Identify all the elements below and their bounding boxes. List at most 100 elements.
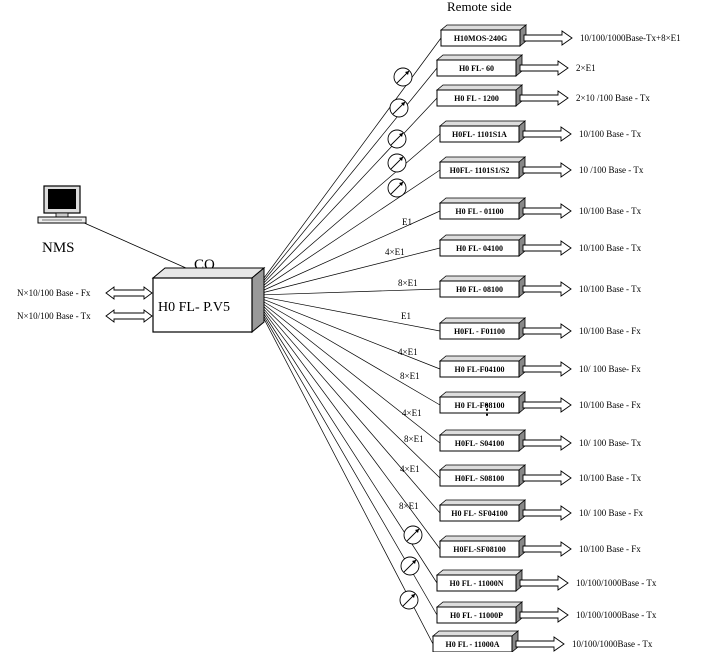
device-label: H0 FL- SF04100	[451, 509, 507, 518]
double-arrow-icon	[522, 240, 572, 256]
optical-fiber-icon	[393, 67, 413, 87]
co-port: N×10/100 Base - Fx	[17, 286, 153, 300]
remote-device: H0FL-SF08100 10/100 Base - Fx 8×E1	[399, 501, 641, 558]
co-device-box	[151, 266, 266, 334]
device-label: H0FL-SF08100	[453, 545, 505, 554]
device-box	[436, 574, 517, 592]
remote-device: H0FL- S08100 10/100 Base - Tx 8×E1	[404, 434, 642, 487]
device-box	[439, 322, 520, 340]
device-label: H0 FL - 01100	[455, 207, 503, 216]
device-box	[439, 396, 520, 414]
device-box	[439, 280, 520, 298]
double-arrow-icon	[522, 126, 572, 142]
co-ports: N×10/100 Base - Fx N×10/100 Base - Tx	[17, 286, 153, 323]
device-box	[439, 434, 520, 452]
port-label: 10/100 Base - Tx	[579, 473, 642, 483]
link-type-label: 8×E1	[400, 371, 420, 381]
co-port-label: N×10/100 Base - Tx	[17, 311, 91, 321]
optical-fiber-icon	[387, 153, 407, 173]
port-label: 10/100 Base - Fx	[579, 326, 641, 336]
remote-link-line	[263, 288, 441, 296]
port-label: 10 /100 Base - Tx	[579, 165, 644, 175]
device-label: H0 FL - 11000N	[449, 579, 503, 588]
device-label: H10MOS-240G	[454, 34, 507, 43]
double-arrow-icon	[519, 607, 569, 623]
link-type-label: 8×E1	[404, 434, 424, 444]
link-type-label: 4×E1	[398, 347, 418, 357]
link-type-label: 4×E1	[385, 247, 405, 257]
double-arrow-icon	[522, 435, 572, 451]
co-port: N×10/100 Base - Tx	[17, 309, 153, 323]
device-label: H0 FL - 11000A	[445, 640, 499, 649]
device-box	[439, 239, 520, 257]
double-arrow-icon	[519, 60, 569, 76]
device-label: H0 FL- 60	[459, 64, 494, 73]
port-label: 2×E1	[576, 63, 596, 73]
device-label: H0 FL-F08100	[455, 401, 505, 410]
remote-device: H0 FL - 1200 2×10 /100 Base - Tx	[387, 84, 650, 149]
remote-link-line	[263, 247, 441, 293]
device-box	[436, 89, 517, 107]
port-label: 10/100/1000Base - Tx	[576, 578, 657, 588]
link-type-label: 8×E1	[399, 501, 419, 511]
optical-fiber-icon	[387, 129, 407, 149]
double-arrow-icon	[522, 470, 572, 486]
device-box	[439, 202, 520, 220]
double-arrow-icon	[522, 505, 572, 521]
double-arrow-icon	[522, 541, 572, 557]
remote-link-line	[263, 67, 438, 281]
device-label: H0FL - F01100	[454, 327, 505, 336]
port-label: 10/100 Base - Tx	[579, 284, 642, 294]
device-label: H0 FL - 1200	[454, 94, 499, 103]
port-label: 2×10 /100 Base - Tx	[576, 93, 650, 103]
port-label: 10/100/1000Base-Tx+8×E1	[580, 33, 681, 43]
co-port-label: N×10/100 Base - Fx	[17, 288, 91, 298]
link-type-label: 8×E1	[398, 278, 418, 288]
remote-device: H0 FL - 11000P 10/100/1000Base - Tx	[400, 556, 657, 624]
port-label: 10/100/1000Base - Tx	[576, 610, 657, 620]
remote-link-line	[263, 97, 438, 284]
device-box	[436, 606, 517, 624]
remote-link-line	[263, 304, 441, 444]
double-arrow-icon	[519, 90, 569, 106]
device-box	[436, 59, 517, 77]
double-arrow-icon	[522, 281, 572, 297]
remote-device-list: H10MOS-240G 10/100/1000Base-Tx+8×E1 H0 FL-…	[385, 24, 681, 652]
remote-device: H10MOS-240G 10/100/1000Base-Tx+8×E1	[393, 24, 681, 87]
device-label: H0FL- 1101S1A	[452, 130, 507, 139]
remote-link-line	[263, 37, 442, 279]
device-box	[439, 360, 520, 378]
link-type-label: E1	[402, 217, 412, 227]
remote-link-line	[263, 301, 441, 406]
double-arrow-icon	[105, 309, 153, 323]
port-label: 10/100 Base - Fx	[579, 544, 641, 554]
optical-fiber-icon	[403, 525, 423, 545]
remote-link-line	[263, 299, 441, 370]
port-label: 10/ 100 Base- Tx	[579, 438, 642, 448]
remote-link-line	[263, 133, 441, 286]
double-arrow-icon	[105, 286, 153, 300]
device-label: H0 FL - 11000P	[450, 611, 503, 620]
device-label: H0FL- S08100	[455, 474, 505, 483]
device-box	[439, 125, 520, 143]
link-type-label: 4×E1	[402, 408, 422, 418]
device-box	[440, 29, 521, 47]
nms-label: NMS	[42, 240, 75, 256]
device-box	[439, 469, 520, 487]
link-type-label: 4×E1	[400, 464, 420, 474]
double-arrow-icon	[522, 162, 572, 178]
device-box	[432, 635, 513, 652]
remote-device: H0 FL - 11000N 10/100/1000Base - Tx	[403, 525, 657, 592]
remote-link-line	[263, 169, 441, 288]
double-arrow-icon	[523, 30, 573, 46]
double-arrow-icon	[522, 361, 572, 377]
double-arrow-icon	[522, 323, 572, 339]
